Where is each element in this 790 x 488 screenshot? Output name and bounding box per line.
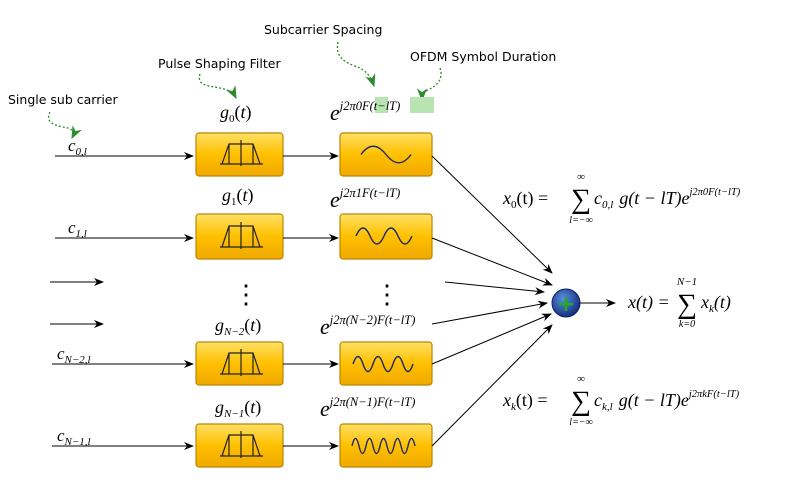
filter-g1-label: g1(t) <box>222 185 254 208</box>
single-sub-carrier-arrow <box>47 111 82 140</box>
exp-rowN1: ej2π(N−1)F(t−lT) <box>320 395 415 421</box>
svg-text:k=0: k=0 <box>679 319 695 330</box>
equation-total: x(t) = N−1 ∑ k=0 xk(t) <box>627 276 731 330</box>
exp-row1: ej2π1F(t−lT) <box>330 186 400 212</box>
highlight-symbol-duration <box>410 97 434 113</box>
subcarrier-spacing-arrow <box>336 41 376 88</box>
sine-wave-row0 <box>360 145 412 164</box>
omitted-to-adder-arrow-b <box>431 300 548 325</box>
svg-text:xk(t): xk(t) <box>700 292 731 315</box>
svg-text:∑: ∑ <box>571 184 591 215</box>
pulse-shaping-filter-block-rowN1 <box>195 423 284 468</box>
svg-text:∞: ∞ <box>577 373 585 385</box>
input-c0-label: c0,l <box>68 136 87 158</box>
mod-to-adder-arrow-rowN2 <box>431 313 552 365</box>
svg-text:∑: ∑ <box>571 386 591 417</box>
svg-text:∑: ∑ <box>677 289 697 320</box>
svg-text:x0(t) =: x0(t) = <box>502 188 548 211</box>
exp-rowN2: ej2π(N−2)F(t−lT) <box>320 313 415 339</box>
svg-text:xk(t) =: xk(t) = <box>502 390 548 413</box>
sine-wave-row1 <box>355 227 413 245</box>
input-c0-sub: 0,l <box>76 146 87 158</box>
pulse-shaping-filter-block-row1 <box>195 213 284 260</box>
subcarrier-modulator-block-rowN2 <box>339 341 433 386</box>
subcarrier-modulator-block-row0 <box>339 132 433 177</box>
sine-wave-rowN2 <box>352 355 414 373</box>
input-c0-base: c <box>68 136 76 155</box>
subcarrier-spacing-label: Subcarrier Spacing <box>264 22 382 37</box>
filter-g0-base: g <box>220 102 229 122</box>
svg-text:l=−∞: l=−∞ <box>569 215 592 226</box>
svg-text:x(t) =: x(t) = <box>627 292 670 313</box>
svg-text:ck,lg(t − lT)ej2πkF(t−lT): ck,lg(t − lT)ej2πkF(t−lT) <box>594 389 740 413</box>
svg-text:∞: ∞ <box>577 171 585 183</box>
sine-wave-rowN1 <box>351 437 416 455</box>
ofdm-symbol-duration-arrow <box>416 67 442 102</box>
adder-plus-icon: + <box>557 292 575 317</box>
filter-g0-label: g0(t) <box>220 102 252 125</box>
pulse-shaping-filter-block-row0 <box>195 132 284 177</box>
pulse-shaping-filter-block-rowN2 <box>195 341 284 386</box>
highlight-subcarrier-spacing <box>375 97 388 113</box>
svg-text:l=−∞: l=−∞ <box>569 417 592 428</box>
omitted-to-adder-arrow-a <box>444 281 545 296</box>
filter-g0-sub: 0 <box>229 113 235 125</box>
single-sub-carrier-label: Single sub carrier <box>8 92 118 107</box>
subcarrier-modulator-block-rowN1 <box>339 423 433 468</box>
ofdm-symbol-duration-label: OFDM Symbol Duration <box>410 49 556 64</box>
exp-row0: ej2π0F(t−lT) <box>330 99 400 125</box>
input-cN2-label: cN−2,l <box>57 344 91 366</box>
input-c1-label: c1,l <box>68 218 87 240</box>
subcarrier-modulator-block-row1 <box>339 213 433 260</box>
ellipsis-modulator: ⋮ <box>374 280 400 309</box>
mod-to-adder-arrow-rowN1 <box>431 324 553 447</box>
pulse-shaping-filter-arrow <box>198 73 237 100</box>
filter-gN1-label: gN−1(t) <box>215 397 261 420</box>
mod-to-adder-arrow-row0 <box>431 155 553 274</box>
pulse-shaping-filter-label: Pulse Shaping Filter <box>158 56 281 71</box>
ellipsis-filter: ⋮ <box>233 280 259 309</box>
input-cN1-label: cN−1,l <box>57 426 91 448</box>
mod-to-adder-arrow-row1 <box>431 237 553 286</box>
filter-gN2-label: gN−2(t) <box>215 315 261 338</box>
adder-node: + <box>551 288 581 318</box>
svg-text:c0,lg(t − lT)ej2π0F(t−lT): c0,lg(t − lT)ej2π0F(t−lT) <box>594 187 741 211</box>
svg-text:N−1: N−1 <box>676 276 697 288</box>
